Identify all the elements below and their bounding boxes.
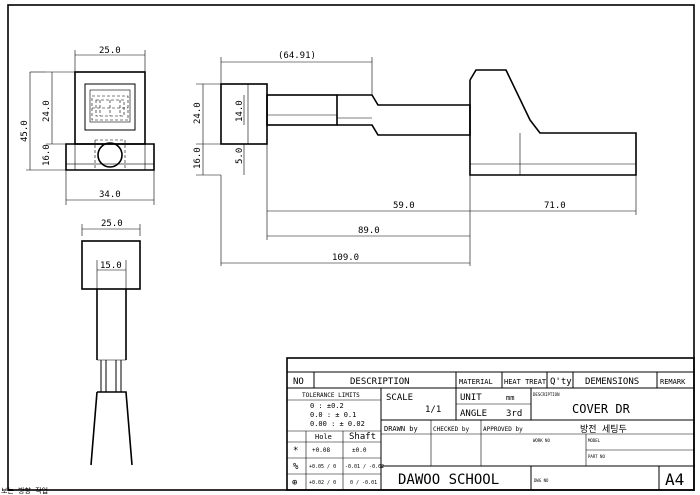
dim-side-small-height: 5.0 xyxy=(235,148,245,164)
tb-unit-label: UNIT xyxy=(460,393,482,403)
dim-bottom-tube-width: 15.0 xyxy=(100,261,122,271)
tb-scale-label: SCALE xyxy=(386,393,413,403)
tb-shaft-val3: 0 / -0.01 xyxy=(350,480,377,486)
corner-note: 보는 방향 작업 xyxy=(1,486,48,495)
tb-angle-label: ANGLE xyxy=(460,409,487,419)
dim-side-lower-height: 16.0 xyxy=(193,147,203,169)
tb-checked-by: CHECKED by xyxy=(433,426,470,433)
side-view: (64.91) 24.0 14.0 16.0 5.0 59.0 71.0 89.… xyxy=(193,51,637,266)
tb-tol-row2: 0.0 : ± 0.1 xyxy=(310,411,356,419)
dim-side-overall-ref: (64.91) xyxy=(278,51,316,61)
tb-col-qty: Q'ty xyxy=(550,377,572,387)
dim-base-width: 34.0 xyxy=(99,190,121,200)
tb-tol-row3: 0.00 : ± 0.02 xyxy=(310,420,365,428)
tb-tol-sym2: % xyxy=(293,462,299,472)
tb-shaft-label: Shaft xyxy=(349,432,376,442)
tb-tolerance-title: TOLERANCE LIMITS xyxy=(302,392,360,399)
tb-dwg-no: DWG NO xyxy=(534,478,549,483)
dim-front-width: 25.0 xyxy=(99,46,121,56)
dim-side-len-109: 109.0 xyxy=(332,253,359,263)
title-block: NO DESCRIPTION MATERIAL HEAT TREAT Q'ty … xyxy=(286,357,695,491)
tb-hole-val3: +0.02 / 0 xyxy=(309,480,336,486)
tb-tol-sym1: * xyxy=(293,446,298,456)
tb-tol-row1: 0 : ±0.2 xyxy=(310,402,344,410)
tb-drawn-by: DRAWN by xyxy=(384,425,418,433)
tb-school: DAWOO SCHOOL xyxy=(398,472,499,488)
dim-side-len-59: 59.0 xyxy=(393,201,415,211)
tb-shaft-val2: -0.01 / -0.02 xyxy=(345,464,384,470)
tb-part-name: COVER DR xyxy=(572,402,631,416)
tb-sheet-size: A4 xyxy=(665,470,684,489)
dim-front-upper-height: 24.0 xyxy=(42,100,52,122)
tb-work-no: WORK NO xyxy=(533,438,550,443)
dim-side-upper-height: 24.0 xyxy=(193,102,203,124)
tb-col-material: MATERIAL xyxy=(459,378,493,386)
tb-description-label: DESCRIPTION xyxy=(533,392,560,397)
tb-hole-val2: +0.05 / 0 xyxy=(309,464,336,470)
tb-unit-value: mm xyxy=(506,394,514,402)
dim-bottom-top-width: 25.0 xyxy=(101,219,123,229)
tb-approved-by: APPROVED by xyxy=(483,426,523,433)
tb-scale-value: 1/1 xyxy=(425,405,441,415)
tb-model: MODEL xyxy=(588,438,601,443)
bottom-view: 25.0 15.0 xyxy=(81,219,141,466)
tb-part-name-korean: 방전 세팅두 xyxy=(580,424,627,435)
tb-col-heat-treat: HEAT TREAT xyxy=(504,378,547,386)
tb-part-no: PART NO xyxy=(588,454,605,459)
tb-angle-value: 3rd xyxy=(506,409,522,419)
tb-col-dimensions: DEMENSIONS xyxy=(585,377,639,387)
tb-hole-val1: +0.08 xyxy=(312,447,330,454)
dim-side-inner-height: 14.0 xyxy=(235,100,245,122)
tb-hole-label: Hole xyxy=(315,433,332,441)
dim-side-len-71: 71.0 xyxy=(544,201,566,211)
tb-shaft-val1: ±0.0 xyxy=(352,447,367,454)
dim-side-len-89: 89.0 xyxy=(358,226,380,236)
dim-front-total-height: 45.0 xyxy=(20,120,30,142)
tb-col-description: DESCRIPTION xyxy=(350,377,410,387)
front-view: 25.0 24.0 45.0 16.0 34.0 xyxy=(20,46,155,205)
tb-col-remark: REMARK xyxy=(660,378,686,386)
dim-front-lower-height: 16.0 xyxy=(42,144,52,166)
tb-col-no: NO xyxy=(293,377,304,387)
tb-tol-sym3: ⊕ xyxy=(292,478,297,488)
